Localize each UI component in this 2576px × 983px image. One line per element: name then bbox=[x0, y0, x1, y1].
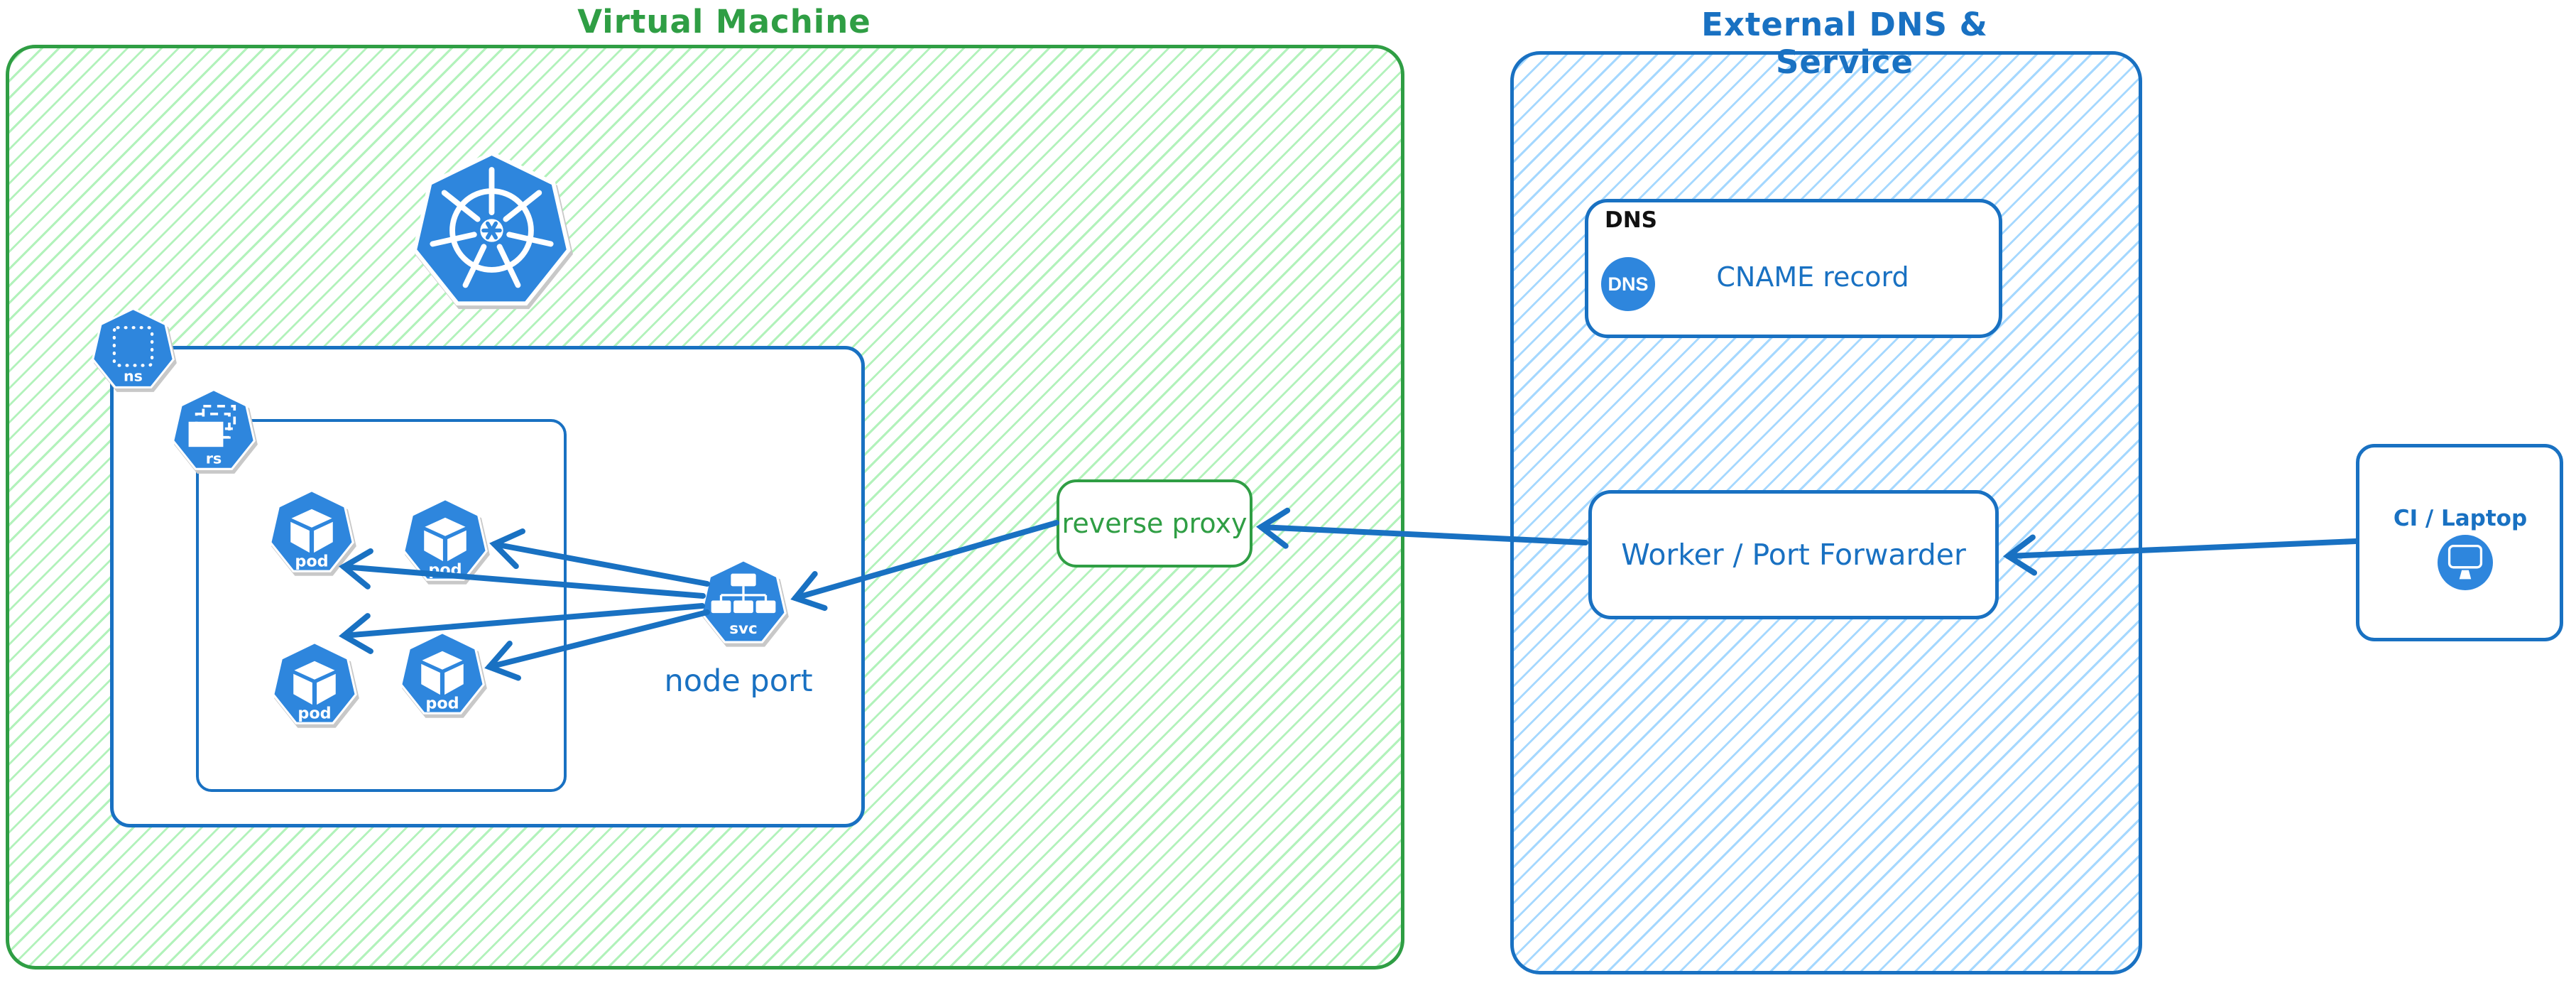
replicaset-icon: rs bbox=[170, 387, 257, 474]
virtual-machine-title: Virtual Machine bbox=[577, 3, 871, 40]
namespace-icon: ns bbox=[90, 306, 176, 392]
pod-icon-label: pod bbox=[295, 552, 328, 570]
pod-icon-label: pod bbox=[298, 704, 331, 722]
worker-port-forwarder-label: Worker / Port Forwarder bbox=[1621, 538, 1966, 572]
reverse-proxy-label: reverse proxy bbox=[1061, 508, 1248, 539]
worker-port-forwarder-box: Worker / Port Forwarder bbox=[1588, 490, 1999, 619]
replicaset-box bbox=[196, 419, 567, 792]
namespace-icon-label: ns bbox=[124, 367, 143, 384]
pod-icon: pod bbox=[271, 640, 359, 728]
pod-icon-label: pod bbox=[425, 694, 459, 712]
external-dns-title: External DNS & Service bbox=[1701, 6, 1988, 81]
monitor-icon bbox=[2438, 535, 2493, 590]
service-icon: svc bbox=[699, 558, 788, 647]
dns-tag-label: DNS bbox=[1605, 207, 1658, 233]
replicaset-icon-label: rs bbox=[206, 450, 222, 467]
reverse-proxy-box: reverse proxy bbox=[1057, 479, 1252, 567]
kubernetes-logo-icon bbox=[410, 148, 574, 313]
pod-icon-label: pod bbox=[428, 560, 462, 579]
node-port-label: node port bbox=[664, 663, 813, 699]
pod-icon: pod bbox=[398, 630, 486, 718]
pod-icon: pod bbox=[268, 488, 356, 576]
pod-icon: pod bbox=[401, 496, 489, 585]
dns-card bbox=[1585, 199, 2002, 338]
dns-icon-label: DNS bbox=[1608, 273, 1649, 295]
dns-icon: DNS bbox=[1601, 257, 1655, 311]
ci-laptop-label: CI / Laptop bbox=[2393, 506, 2528, 531]
service-icon-label: svc bbox=[729, 620, 757, 638]
cname-record-label: CNAME record bbox=[1716, 261, 1909, 293]
